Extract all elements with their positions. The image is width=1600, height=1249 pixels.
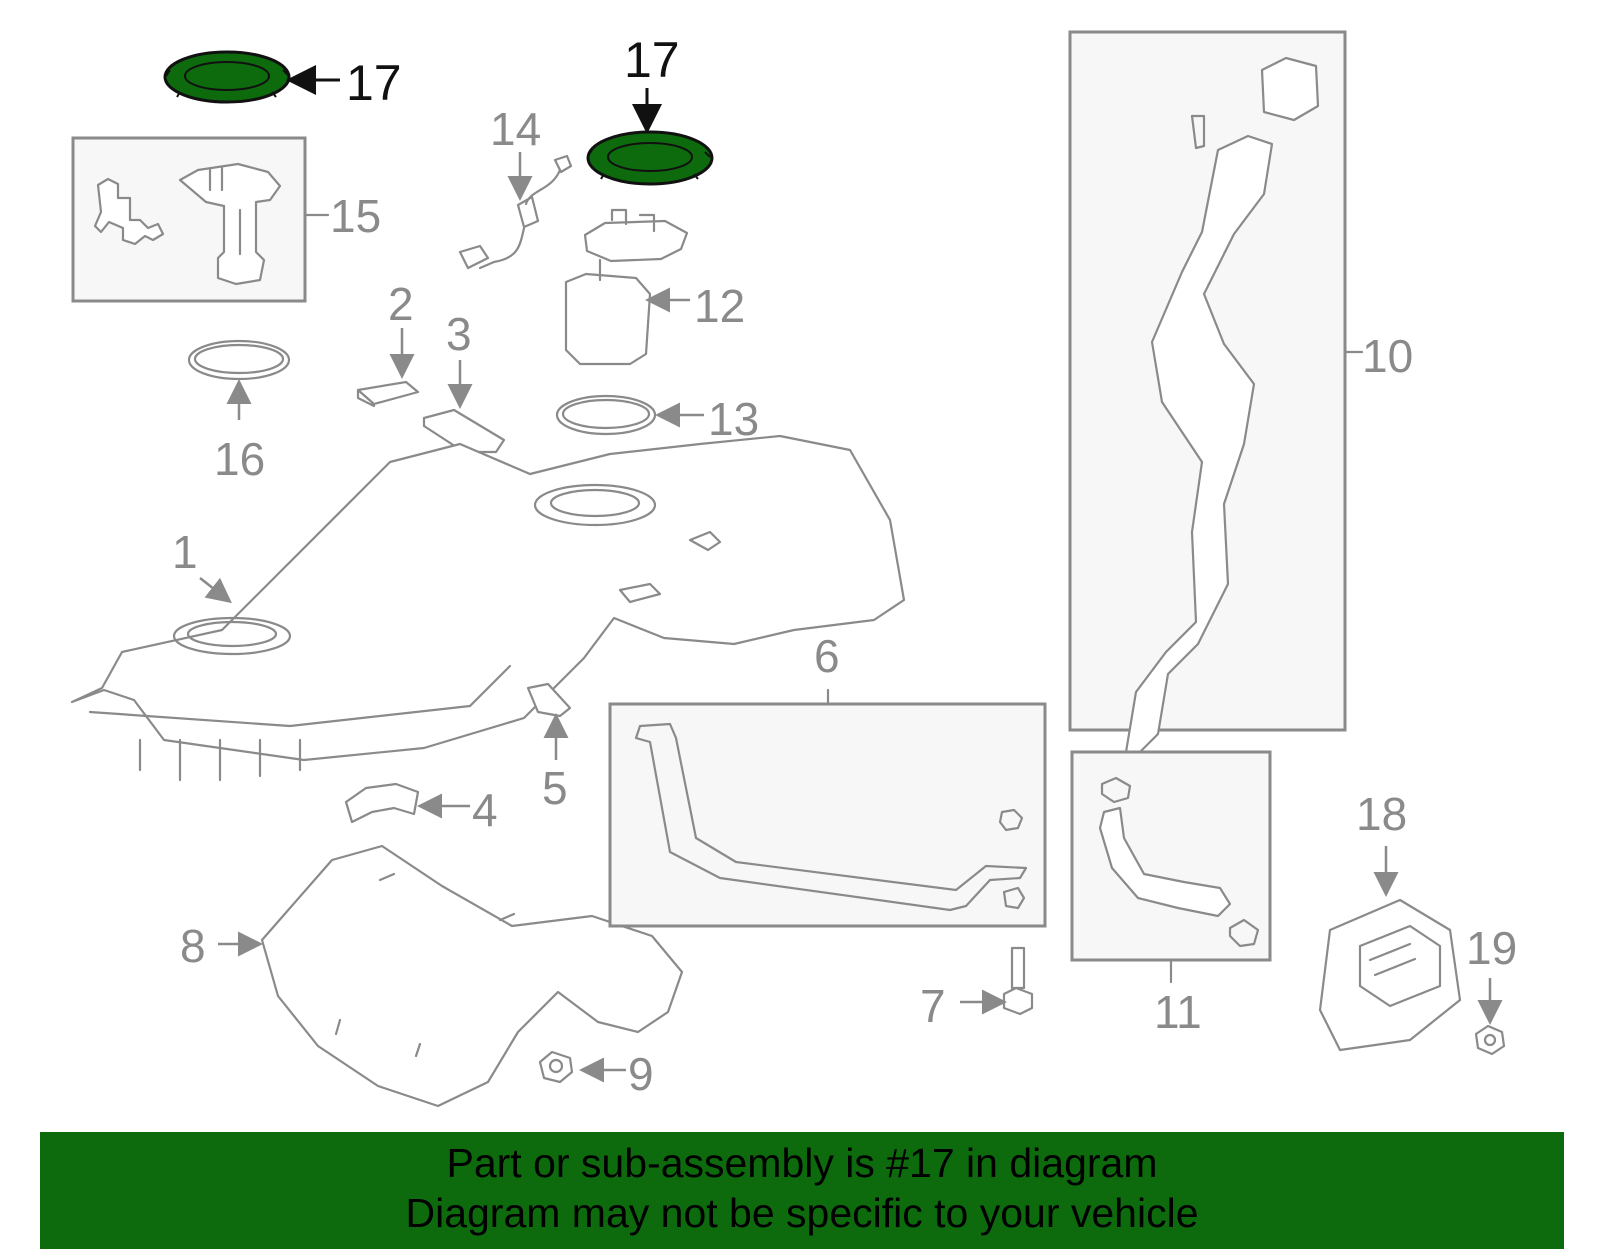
callout-9: 9 — [628, 1048, 654, 1100]
callout-7: 7 — [920, 980, 946, 1032]
callout-11: 11 — [1154, 986, 1202, 1038]
bolt-7 — [1002, 946, 1034, 1016]
banner-line-2: Diagram may not be specific to your vehi… — [405, 1190, 1199, 1236]
box-11 — [1070, 750, 1272, 962]
pad-2 — [356, 380, 420, 408]
clip-5 — [526, 682, 572, 718]
callout-13: 13 — [708, 393, 759, 445]
tank-strap-6 — [634, 722, 1028, 912]
banner-line-1: Part or sub-assembly is #17 in diagram — [446, 1140, 1158, 1186]
callout-18: 18 — [1356, 788, 1407, 840]
callout-4: 4 — [472, 784, 498, 836]
callout-3: 3 — [446, 308, 472, 360]
control-module-18 — [1318, 898, 1462, 1052]
callout-2: 2 — [388, 278, 414, 330]
callout-14: 14 — [490, 103, 541, 155]
gasket-ring-16 — [187, 339, 291, 381]
callout-19: 19 — [1466, 922, 1517, 974]
nut-19 — [1474, 1024, 1506, 1056]
callout-16: 16 — [214, 433, 265, 485]
callout-12: 12 — [694, 280, 745, 332]
callout-17-left: 17 — [346, 55, 402, 111]
callout-1: 1 — [172, 526, 198, 578]
callout-15: 15 — [330, 190, 381, 242]
vent-hose-11 — [1098, 776, 1260, 948]
callout-6: 6 — [814, 630, 840, 682]
seal-17-left — [163, 50, 291, 104]
seal-17-center — [586, 130, 714, 186]
callout-10: 10 — [1362, 330, 1413, 382]
nut-9 — [538, 1050, 574, 1084]
pad-3 — [422, 408, 506, 454]
pump-module-assembly-15 — [93, 162, 282, 286]
callout-5: 5 — [542, 762, 568, 814]
callout-8: 8 — [180, 920, 206, 972]
fuel-tank-1 — [70, 434, 906, 782]
filler-pipe-10 — [1108, 56, 1320, 780]
heat-shield-8 — [260, 844, 684, 1108]
info-banner: Part or sub-assembly is #17 in diagram D… — [40, 1132, 1564, 1249]
fuel-pump-12 — [564, 208, 689, 366]
pad-4 — [344, 782, 420, 824]
callout-17-center: 17 — [624, 32, 680, 88]
wire-harness-14 — [458, 154, 573, 270]
gasket-ring-13 — [555, 394, 657, 436]
box-6 — [608, 702, 1047, 928]
